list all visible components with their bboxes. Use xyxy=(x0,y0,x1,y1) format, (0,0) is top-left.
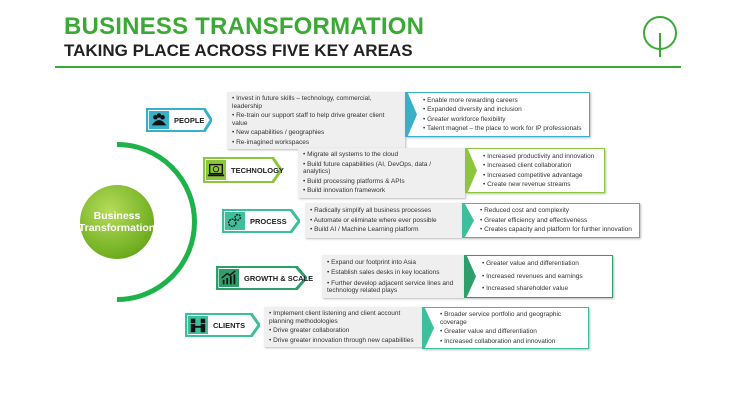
actions-box-growth-scale: • Expand our footprint into Asia • Establ… xyxy=(322,255,464,298)
action-item: • Implement client listening and client … xyxy=(269,310,401,325)
outcomes-box-clients: • Broader service portfolio and geograph… xyxy=(422,307,589,349)
action-item: • Build AI / Machine Learning platform xyxy=(310,226,419,234)
area-label-text: CLIENTS xyxy=(213,320,246,330)
area-label-process: PROCESS xyxy=(222,209,300,233)
laptop-icon xyxy=(206,160,226,180)
action-item: • New capabilities / geographies xyxy=(232,129,325,136)
label-arrow-frame xyxy=(216,266,307,290)
action-item: • Migrate all systems to the cloud xyxy=(303,151,399,158)
chevron-arrow-icon xyxy=(462,203,474,238)
area-label-technology: TECHNOLOGY xyxy=(203,157,284,183)
action-item: • Automate or eliminate where ever possi… xyxy=(310,216,437,224)
area-label-text: TECHNOLOGY xyxy=(231,165,284,175)
outcome-item: • Increased revenues and earnings xyxy=(482,272,583,280)
actions-box-clients: • Implement client listening and client … xyxy=(264,307,422,347)
area-label-text: PROCESS xyxy=(250,216,287,226)
slide-title: BUSINESS TRANSFORMATION xyxy=(64,13,425,40)
outcomes-box-people: • Enable more rewarding careers • Expande… xyxy=(405,92,590,137)
hub-label-line1: Business xyxy=(93,210,141,222)
company-logo-icon xyxy=(643,16,677,57)
action-item: • Re-imagined workspaces xyxy=(232,138,310,146)
hub-label-line2: Transformation xyxy=(78,222,156,234)
area-label-clients: CLIENTS xyxy=(185,313,260,337)
outcome-item: • Greater value and differentiation xyxy=(440,328,537,335)
action-item: • Invest in future skills – technology, … xyxy=(232,95,372,110)
handshake-people-icon xyxy=(188,316,208,334)
action-item: • Radically simplify all business proces… xyxy=(310,207,432,215)
area-label-people: PEOPLE xyxy=(146,108,212,132)
outcome-item: • Broader service portfolio and geograph… xyxy=(440,311,562,326)
growth-chart-icon xyxy=(219,269,239,287)
action-item: • Build future capabilities (AI, DevOps,… xyxy=(303,160,432,176)
outcome-item: • Expanded diversity and inclusion xyxy=(423,106,522,113)
outcomes-box-technology: • Increased productivity and innovation •… xyxy=(465,148,605,193)
action-item: • Re-train our support staff to help dri… xyxy=(232,112,385,127)
outcome-item: • Creates capacity and platform for furt… xyxy=(480,226,632,234)
area-label-text: GROWTH & SCALE xyxy=(244,273,314,283)
action-item: • Build innovation framework xyxy=(303,187,386,194)
title-divider xyxy=(55,66,681,68)
action-item: • Drive greater innovation through new c… xyxy=(269,336,414,344)
actions-box-people: • Invest in future skills – technology, … xyxy=(227,92,405,149)
outcome-item: • Increased productivity and innovation xyxy=(483,152,595,160)
chevron-arrow-icon xyxy=(405,92,417,137)
outcome-item: • Increased competitive advantage xyxy=(483,171,583,179)
chevron-arrow-icon xyxy=(465,148,477,193)
outcome-item: • Create new revenue streams xyxy=(483,181,571,188)
people-icon xyxy=(149,111,169,129)
chevron-arrow-icon xyxy=(464,255,476,298)
outcome-item: • Talent magnet – the place to work for … xyxy=(423,125,582,132)
action-item: • Build processing platforms & APIs xyxy=(303,177,405,185)
outcome-item: • Reduced cost and complexity xyxy=(480,207,569,215)
outcome-item: • Greater value and differentiation xyxy=(482,260,579,268)
chevron-arrow-icon xyxy=(422,307,434,349)
area-label-text: PEOPLE xyxy=(174,115,205,125)
action-item: • Expand our footprint into Asia xyxy=(327,258,417,266)
actions-box-process: • Radically simplify all business proces… xyxy=(305,203,462,238)
gears-icon xyxy=(225,212,245,230)
area-label-growth-scale: GROWTH & SCALE xyxy=(216,266,313,290)
action-item: • Establish sales desks in key locations xyxy=(327,269,440,276)
outcome-item: • Enable more rewarding careers xyxy=(423,96,518,104)
outcome-item: • Increased shareholder value xyxy=(482,285,569,293)
action-item: • Further develop adjacent service lines… xyxy=(327,279,454,295)
outcome-item: • Greater efficiency and effectiveness xyxy=(480,216,588,224)
outcome-item: • Increased collaboration and innovation xyxy=(440,337,556,345)
outcomes-box-process: • Reduced cost and complexity• Greater e… xyxy=(462,203,640,238)
action-item: • Drive greater collaboration xyxy=(269,327,350,334)
outcomes-box-growth-scale: • Greater value and differentiation • Inc… xyxy=(464,255,613,298)
outcome-item: • Increased client collaboration xyxy=(483,162,572,169)
outcome-item: • Greater workforce flexibility xyxy=(423,115,506,123)
actions-box-technology: • Migrate all systems to the cloud • Buil… xyxy=(298,148,465,198)
slide-subtitle: TAKING PLACE ACROSS FIVE KEY AREAS xyxy=(64,41,413,60)
